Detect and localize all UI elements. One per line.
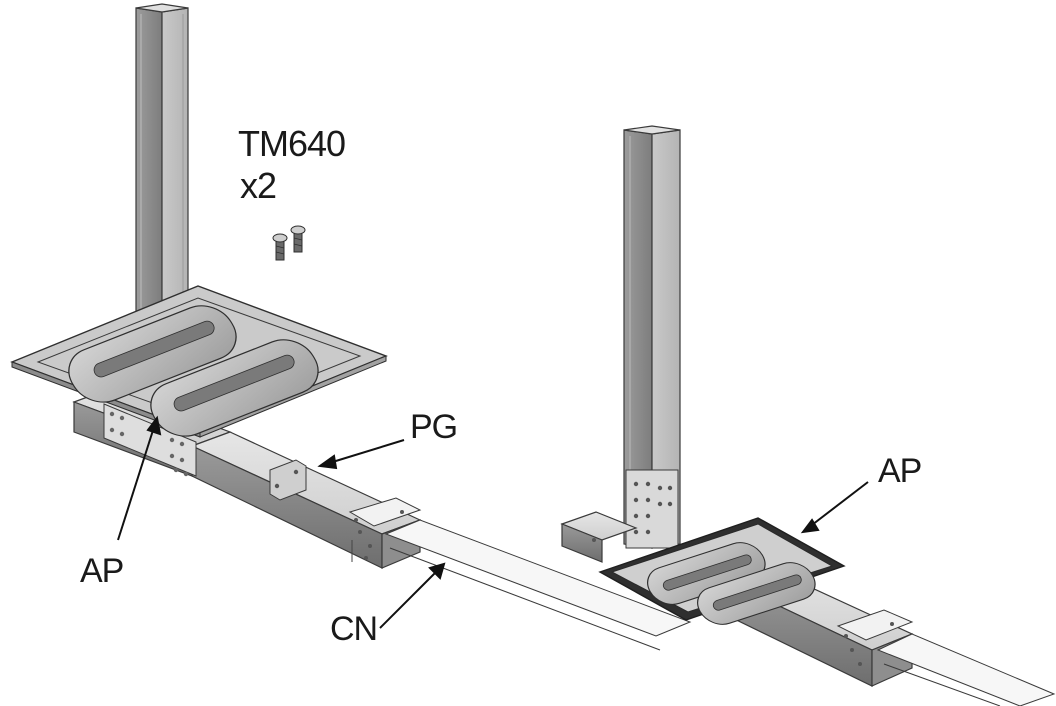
ap-left-label: AP (80, 552, 123, 590)
right-assembly (560, 125, 1056, 706)
callout-arrows (117, 415, 869, 629)
ap-left-arrow (117, 423, 156, 541)
part-code-label: TM640 (238, 123, 345, 164)
left-cable-cn (384, 519, 692, 651)
left-vertical-post (135, 3, 189, 323)
right-post-bolts (633, 481, 673, 535)
left-plate-bolts (109, 411, 189, 477)
screw-icon (272, 225, 306, 261)
right-vertical-post (623, 125, 681, 549)
ap-right-arrow (807, 481, 869, 529)
right-cable-cn (876, 633, 1056, 706)
cn-arrow (379, 567, 441, 629)
right-side-stub (560, 511, 638, 563)
pg-arrow (325, 439, 405, 465)
left-assembly (10, 3, 692, 651)
left-pad-plate (10, 285, 388, 438)
quantity-label: x2 (240, 165, 276, 206)
ap-right-label: AP (878, 452, 921, 490)
pg-label: PG (410, 408, 457, 446)
cn-label: CN (330, 610, 377, 648)
right-pad-plate (598, 517, 846, 625)
